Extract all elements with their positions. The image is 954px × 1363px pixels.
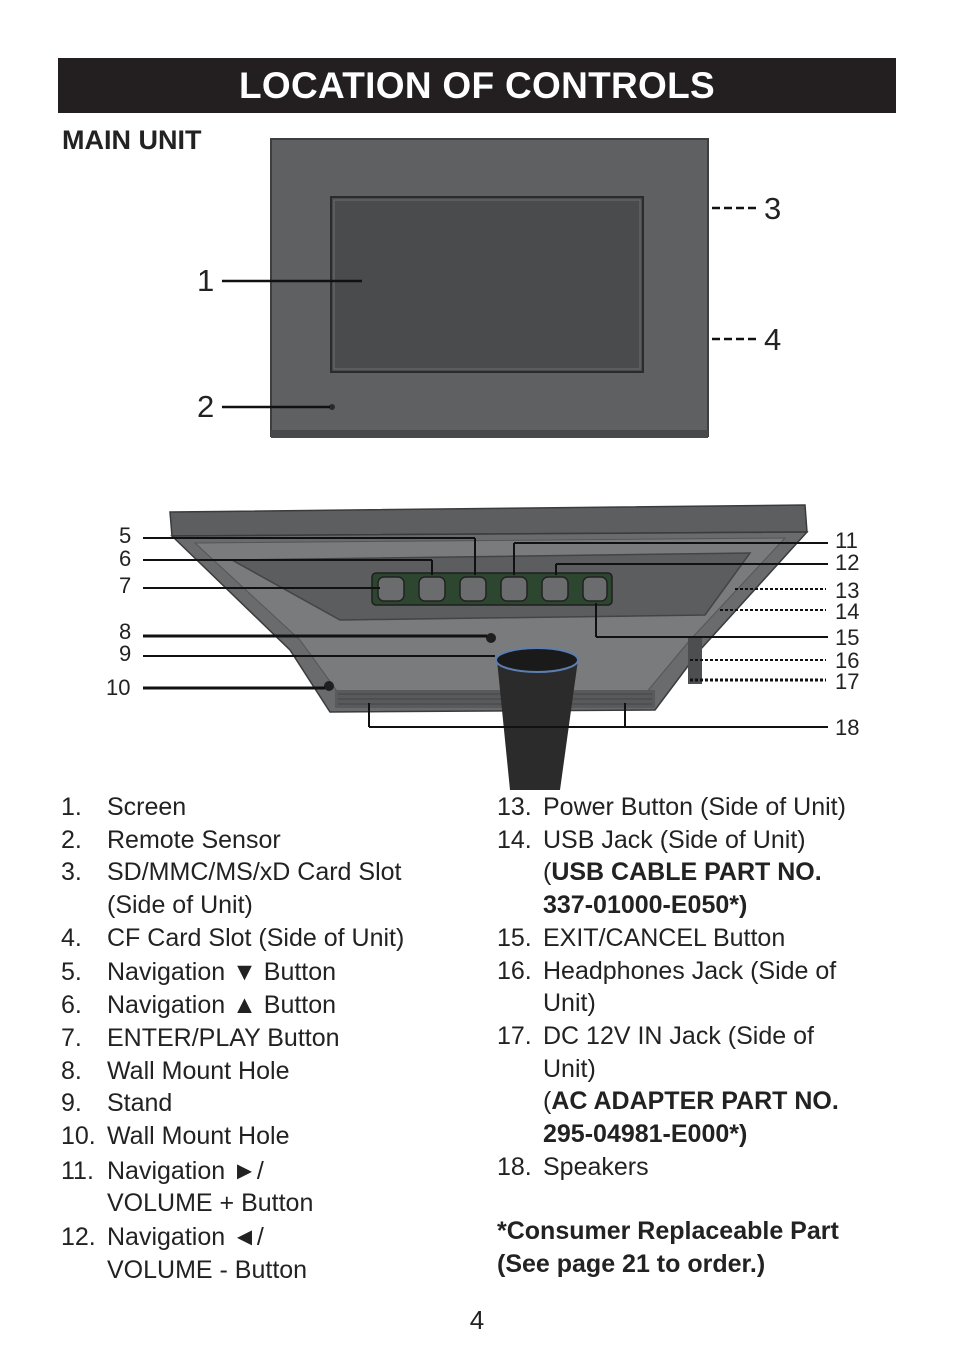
device-diagram [143,138,828,790]
callout-14: 14 [835,599,860,624]
back-view [143,504,828,790]
callout-3: 3 [764,191,782,226]
callout-7: 7 [119,573,132,598]
list-item: 1.Screen [61,793,187,821]
front-view [222,138,760,438]
list-item: 10.Wall Mount Hole [61,1122,290,1151]
callout-10: 10 [106,675,131,700]
callout-12: 12 [835,550,860,575]
list-item: 9.Stand [61,1089,173,1118]
stand [497,660,578,790]
screen [330,196,644,373]
list-item: 14.USB Jack (Side of Unit)(USB CABLE PAR… [497,825,822,920]
list-item: 2.Remote Sensor [61,825,281,854]
front-frame-shadow [271,430,708,438]
callout-5: 5 [119,523,132,548]
controls-list-left: 1.Screen 2.Remote Sensor 3.SD/MMC/MS/xD … [61,791,461,1287]
button-strip [371,572,613,606]
callout-1: 1 [197,263,215,298]
back-top-rim [169,504,808,537]
callout-18: 18 [835,715,860,740]
page-number: 4 [469,1305,485,1335]
callout-15: 15 [835,625,860,650]
button-nav-right [541,576,569,602]
list-item: 11.Navigation ►/VOLUME + Button [61,1156,314,1218]
list-item: 18.Speakers [497,1152,649,1181]
footnote: *Consumer Replaceable Part (See page 21 … [497,1215,839,1281]
callout-17: 17 [835,669,860,694]
button-exit [377,576,405,602]
stand-top [495,647,579,673]
footnote-line: *Consumer Replaceable Part [497,1217,839,1245]
callout-11: 11 [835,528,858,553]
screen-inner [333,199,641,370]
callout-6: 6 [119,546,132,571]
wall-mount-hole-upper [486,633,496,643]
footnote-line: (See page 21 to order.) [497,1250,766,1278]
callout-9: 9 [119,641,132,666]
list-item: 6.Navigation ▲ Button [61,991,337,1020]
callout-2: 2 [197,389,215,424]
callout-13: 13 [835,578,860,603]
list-item: 13.Power Button (Side of Unit) [497,793,846,821]
list-item: 7.ENTER/PLAY Button [61,1023,340,1052]
list-item: 3.SD/MMC/MS/xD Card Slot(Side of Unit) [61,858,402,920]
callout-4: 4 [764,322,782,357]
list-item: 12.Navigation ◄/VOLUME - Button [61,1223,308,1284]
page-title: LOCATION OF CONTROLS [239,64,715,106]
callout-8: 8 [119,619,132,644]
list-item: 5.Navigation ▼ Button [61,957,337,986]
callout-16: 16 [835,648,860,673]
section-heading: MAIN UNIT [62,125,202,155]
button-nav-left [582,576,608,602]
button-enter [500,576,528,602]
button-nav-down [418,576,446,602]
controls-list-right: 13.Power Button (Side of Unit) 14.USB Ja… [497,791,897,1183]
list-item: 15.EXIT/CANCEL Button [497,923,786,952]
button-nav-up [459,576,487,602]
wall-mount-hole-lower [324,681,334,691]
list-item: 8.Wall Mount Hole [61,1056,290,1085]
title-bar: LOCATION OF CONTROLS [58,58,896,113]
remote-sensor [329,404,335,410]
list-item: 4.CF Card Slot (Side of Unit) [61,923,405,952]
